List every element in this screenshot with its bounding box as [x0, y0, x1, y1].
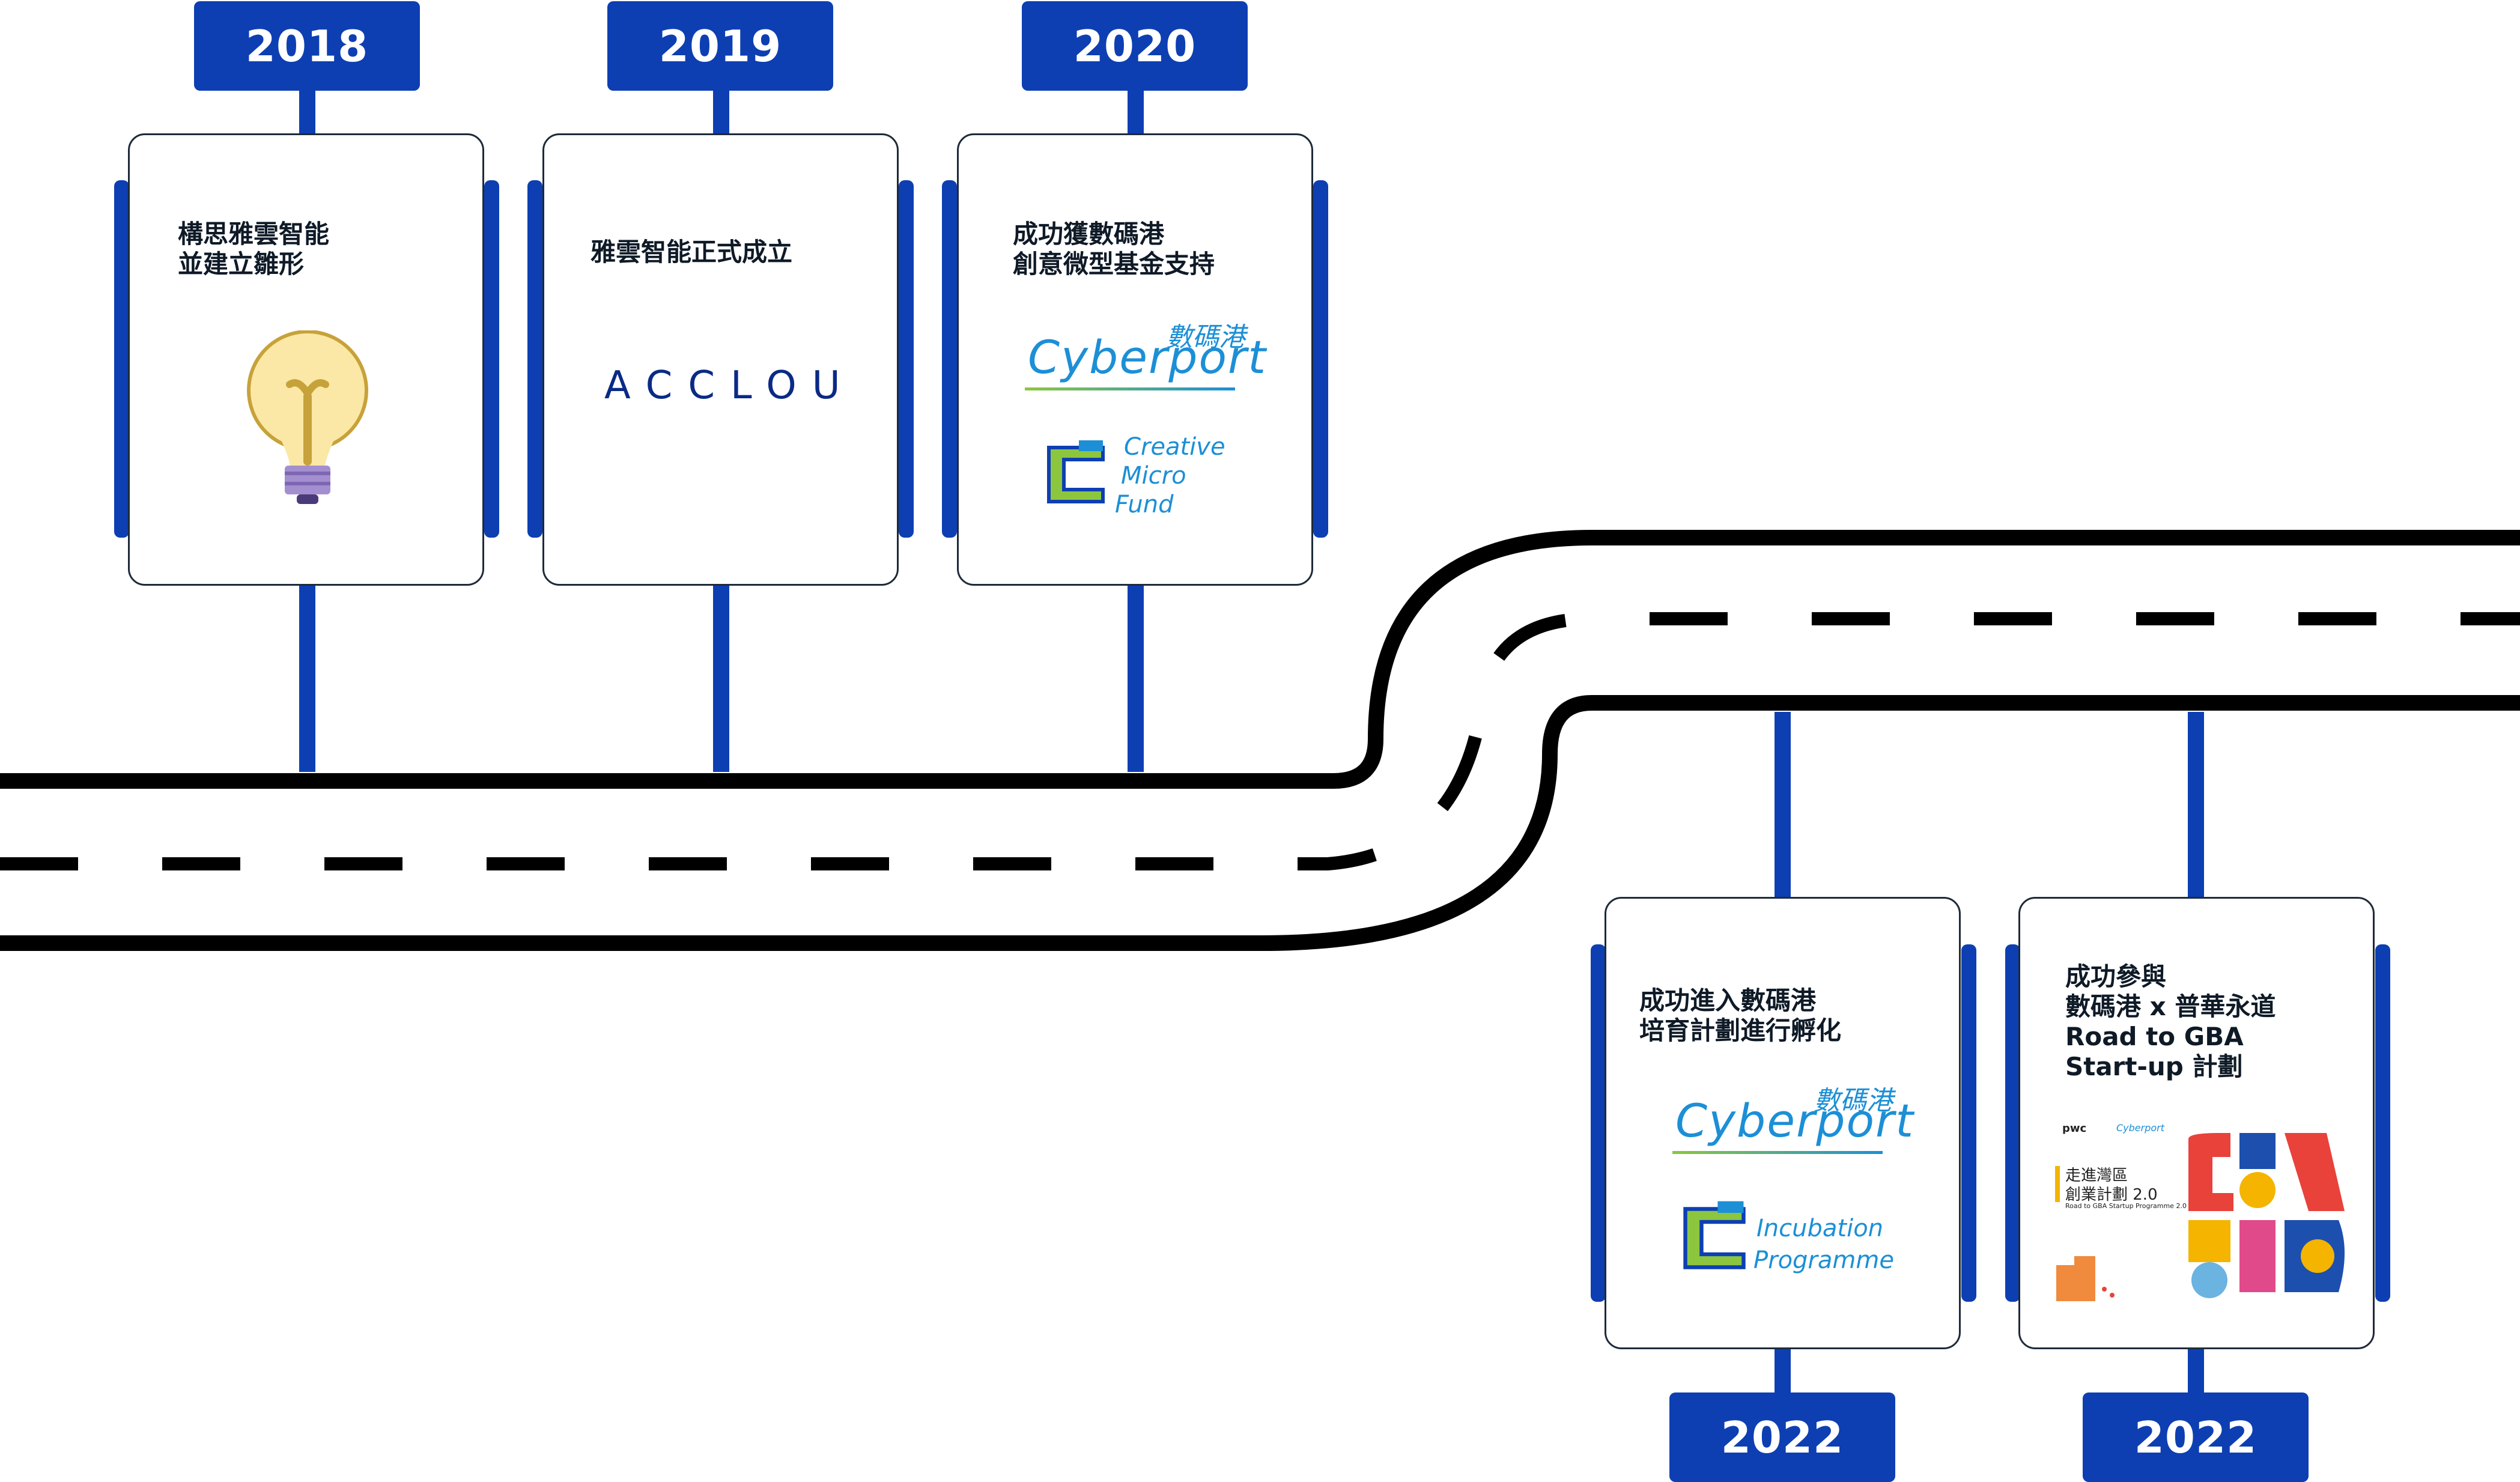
year-badge-2018: 2018	[194, 1, 420, 91]
card-accent-right	[1313, 180, 1328, 538]
connector-2022b-road	[2188, 712, 2204, 898]
incubation-programme-c-icon	[1683, 1201, 1746, 1269]
connector-2020	[1128, 90, 1144, 135]
cyberport-underline	[1672, 1151, 1883, 1154]
milestone-card-2022-gba: 成功參與 數碼港 x 普華永道 Road to GBA Start-up 計劃 …	[2018, 897, 2375, 1349]
creative-micro-fund-c-icon	[1047, 440, 1105, 503]
milestone-title: 成功參與 數碼港 x 普華永道 Road to GBA Start-up 計劃	[2065, 962, 2276, 1081]
cyberport-underline	[1025, 387, 1235, 390]
milestone-title: 雅雲智能正式成立	[591, 237, 793, 267]
gba-title-zh-2: 創業計劃 2.0	[2065, 1186, 2158, 1204]
connector-2018-road	[299, 586, 315, 772]
milestone-card-2018: 構思雅雲智能 並建立雛形	[128, 133, 484, 586]
cyberport-wordmark: Cyberport	[1028, 330, 1268, 384]
year-badge-2020: 2020	[1022, 1, 1248, 91]
acclou-logo: ACCLOU	[604, 363, 856, 408]
connector-2020-road	[1128, 586, 1144, 772]
card-accent-right	[1961, 944, 1976, 1302]
cyberport-zh-label: 數碼港	[1166, 322, 1245, 353]
gba-building-graphic	[2056, 1256, 2115, 1301]
gba-graphic	[2188, 1133, 2345, 1298]
gba-accent-bar	[2055, 1166, 2060, 1202]
connector-2022b	[2188, 1349, 2204, 1394]
card-accent-left	[1591, 944, 1606, 1302]
card-accent-left	[114, 180, 129, 538]
connector-2019	[713, 90, 729, 135]
year-badge-2022-gba: 2022	[2083, 1392, 2309, 1482]
incubation-label: Incubation	[1756, 1215, 1884, 1242]
cyberport-wordmark: Cyberport	[1675, 1094, 1915, 1147]
pwc-logo: pwc	[2062, 1122, 2087, 1135]
lightbulb-icon	[247, 330, 368, 504]
connector-2019-road	[713, 586, 729, 772]
year-badge-2022-incubation: 2022	[1669, 1392, 1895, 1482]
milestone-card-2020: 成功獲數碼港 創意微型基金支持 數碼港 Cyberport Creative M…	[957, 133, 1313, 586]
road-top-edge	[0, 530, 2520, 789]
card-accent-right	[899, 180, 914, 538]
road-center-dashes	[0, 612, 2520, 870]
card-accent-right	[2375, 944, 2390, 1302]
programme-label: Programme	[1753, 1247, 1894, 1274]
micro-label: Micro	[1121, 462, 1186, 490]
milestone-title: 成功獲數碼港 創意微型基金支持	[1013, 219, 1215, 279]
gba-title-zh-1: 走進灣區	[2065, 1167, 2128, 1185]
connector-2022a-road	[1775, 712, 1791, 898]
gba-title-en: Road to GBA Startup Programme 2.0	[2065, 1202, 2187, 1210]
milestone-title: 成功進入數碼港 培育計劃進行孵化	[1639, 986, 1842, 1045]
cyberport-zh-label: 數碼港	[1814, 1086, 1893, 1116]
connector-2018	[299, 90, 315, 135]
card-accent-left	[2005, 944, 2020, 1302]
road-to-gba-poster: pwc Cyberport 走進灣區 創業計劃 2.0 Road to GBA …	[2044, 1115, 2357, 1313]
road-bottom-edge	[0, 695, 2520, 951]
card-accent-right	[484, 180, 499, 538]
milestone-title: 構思雅雲智能 並建立雛形	[178, 219, 330, 279]
cyberport-small-logo: Cyberport	[2116, 1122, 2165, 1134]
year-badge-2019: 2019	[607, 1, 833, 91]
card-accent-left	[942, 180, 957, 538]
milestone-card-2022-incubation: 成功進入數碼港 培育計劃進行孵化 數碼港 Cyberport Incubatio…	[1605, 897, 1961, 1349]
creative-label: Creative	[1124, 433, 1225, 461]
card-accent-left	[527, 180, 542, 538]
fund-label: Fund	[1115, 491, 1174, 518]
connector-2022a	[1775, 1349, 1791, 1394]
milestone-card-2019: 雅雲智能正式成立 ACCLOU	[542, 133, 899, 586]
